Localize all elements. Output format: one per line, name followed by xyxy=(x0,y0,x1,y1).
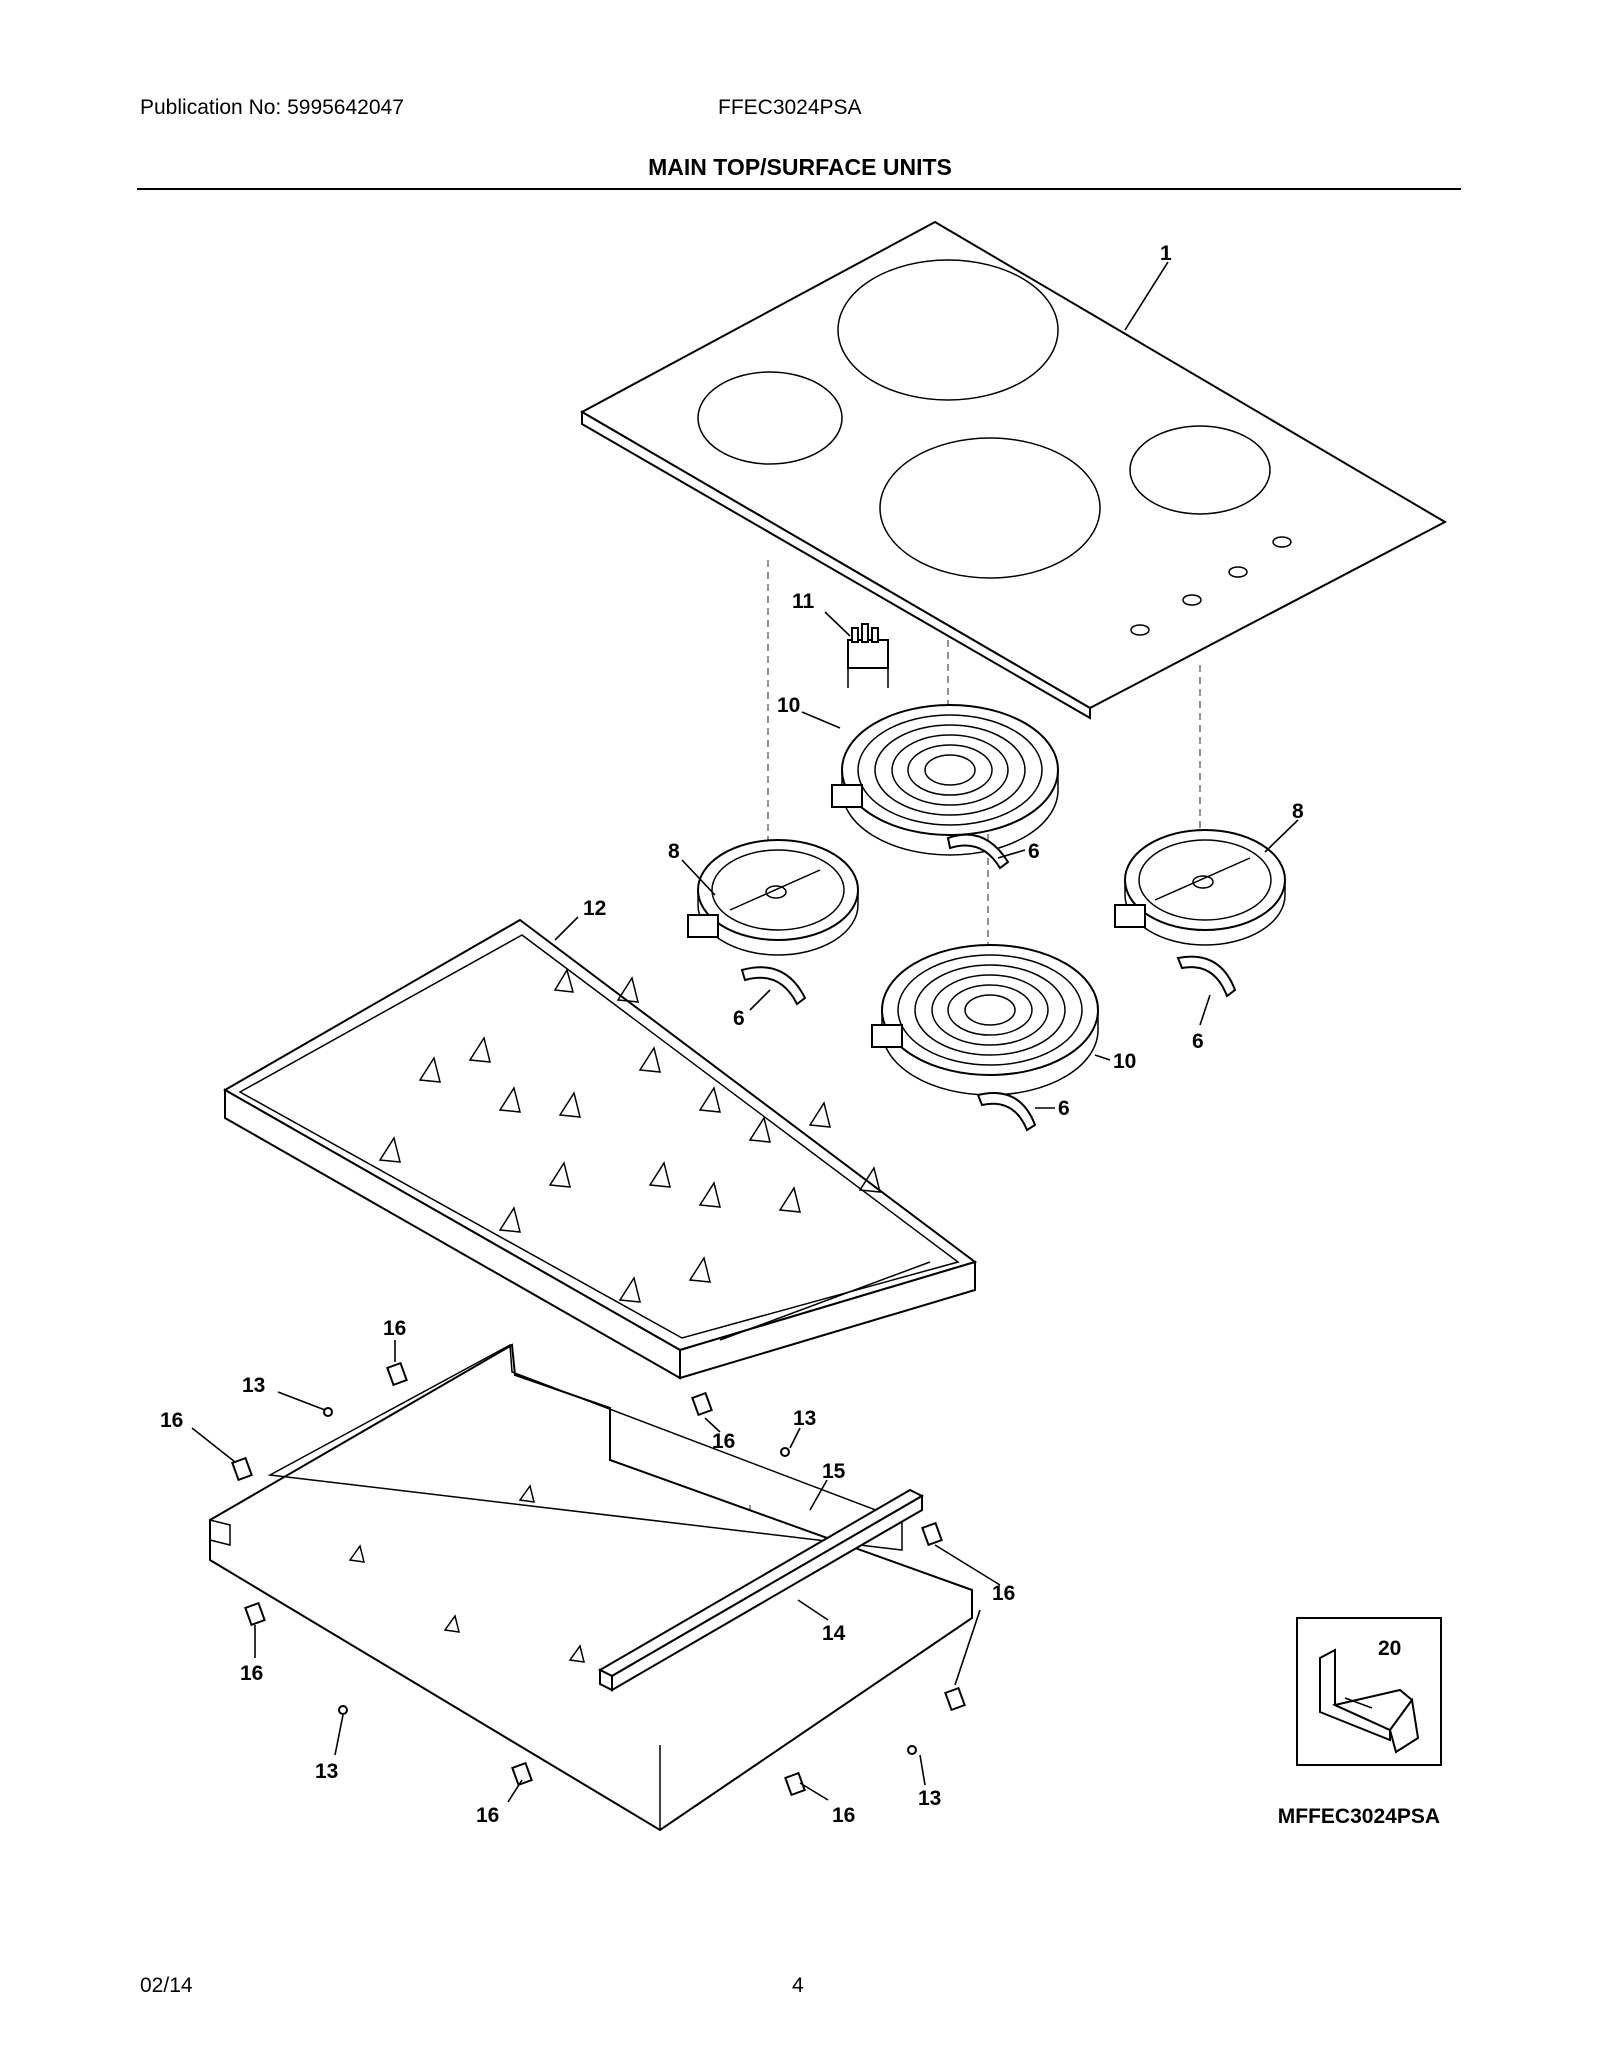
callout-16-bottom-right: 16 xyxy=(832,1804,855,1827)
callout-15: 15 xyxy=(822,1460,846,1483)
callout-10-lower: 10 xyxy=(1113,1050,1136,1073)
callout-16-left: 16 xyxy=(160,1409,183,1432)
publication-number: Publication No: 5995642047 xyxy=(140,96,404,119)
clips xyxy=(231,1361,966,1797)
page-title: MAIN TOP/SURFACE UNITS xyxy=(648,154,952,180)
callout-6-upper: 6 xyxy=(1028,840,1040,863)
callout-16-bottom-left: 16 xyxy=(476,1804,499,1827)
front-rail xyxy=(597,1488,925,1692)
footer-date: 02/14 xyxy=(140,1974,193,1997)
radiant-element-small-right xyxy=(1114,829,1286,946)
callout-20: 20 xyxy=(1378,1637,1401,1660)
callout-16-right: 16 xyxy=(992,1582,1015,1605)
callout-14: 14 xyxy=(822,1622,846,1645)
diagram-code: MFFEC3024PSA xyxy=(1278,1805,1440,1828)
callout-8-right: 8 xyxy=(1292,800,1304,823)
lower-pan xyxy=(209,1343,973,1832)
burner-box xyxy=(222,918,978,1380)
callout-16-center: 16 xyxy=(712,1430,735,1453)
callout-6-right: 6 xyxy=(1192,1030,1204,1053)
page-number: 4 xyxy=(792,1974,804,1997)
callout-13-lower-left: 13 xyxy=(315,1760,338,1783)
callout-13-center: 13 xyxy=(793,1407,816,1430)
element-clips xyxy=(740,833,1237,1132)
radiant-element-large-lower xyxy=(871,944,1099,1096)
leader-lines xyxy=(191,261,1299,1803)
radiant-element-large-upper xyxy=(831,704,1059,856)
callout-13-lower-right: 13 xyxy=(918,1787,941,1810)
screws xyxy=(323,1407,917,1755)
callout-8-left: 8 xyxy=(668,840,680,863)
cooktop-glass-top xyxy=(579,220,1448,720)
exploded-parts-diagram: 1 11 10 8 8 6 6 6 10 6 12 16 13 16 16 13… xyxy=(160,220,1448,1832)
callout-13-left: 13 xyxy=(242,1374,265,1397)
callout-10-upper: 10 xyxy=(777,694,800,717)
callout-6-lower: 6 xyxy=(1058,1097,1070,1120)
callout-16-top: 16 xyxy=(383,1317,406,1340)
radiant-element-small-left xyxy=(687,839,859,956)
inset-part-20: 20 xyxy=(1296,1617,1442,1766)
callout-1: 1 xyxy=(1160,242,1172,265)
callout-11: 11 xyxy=(792,590,815,613)
terminal-block xyxy=(847,623,889,688)
callout-16-lower-left: 16 xyxy=(240,1662,263,1685)
callout-12: 12 xyxy=(583,897,606,920)
callout-numbers: 1 11 10 8 8 6 6 6 10 6 12 16 13 16 16 13… xyxy=(160,242,1304,1827)
model-number: FFEC3024PSA xyxy=(718,96,862,119)
callout-6-left: 6 xyxy=(733,1007,745,1030)
title-rule xyxy=(137,188,1461,190)
